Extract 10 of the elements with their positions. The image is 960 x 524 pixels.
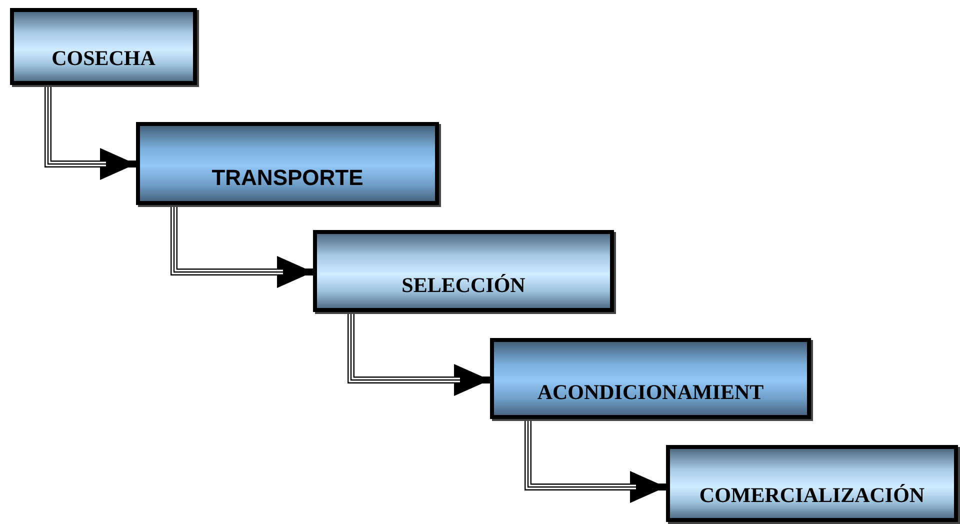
step-label: TRANSPORTE [212, 165, 364, 191]
step-label: COSECHA [52, 46, 156, 71]
process-box [666, 445, 958, 522]
process-box [490, 338, 811, 419]
process-box [313, 230, 614, 312]
step-label: ACONDICIONAMIENT [537, 380, 764, 405]
step-label: COMERCIALIZACIÓN [699, 483, 925, 508]
process-box [136, 122, 439, 205]
step-label: SELECCIÓN [402, 273, 526, 298]
process-box [10, 8, 197, 85]
